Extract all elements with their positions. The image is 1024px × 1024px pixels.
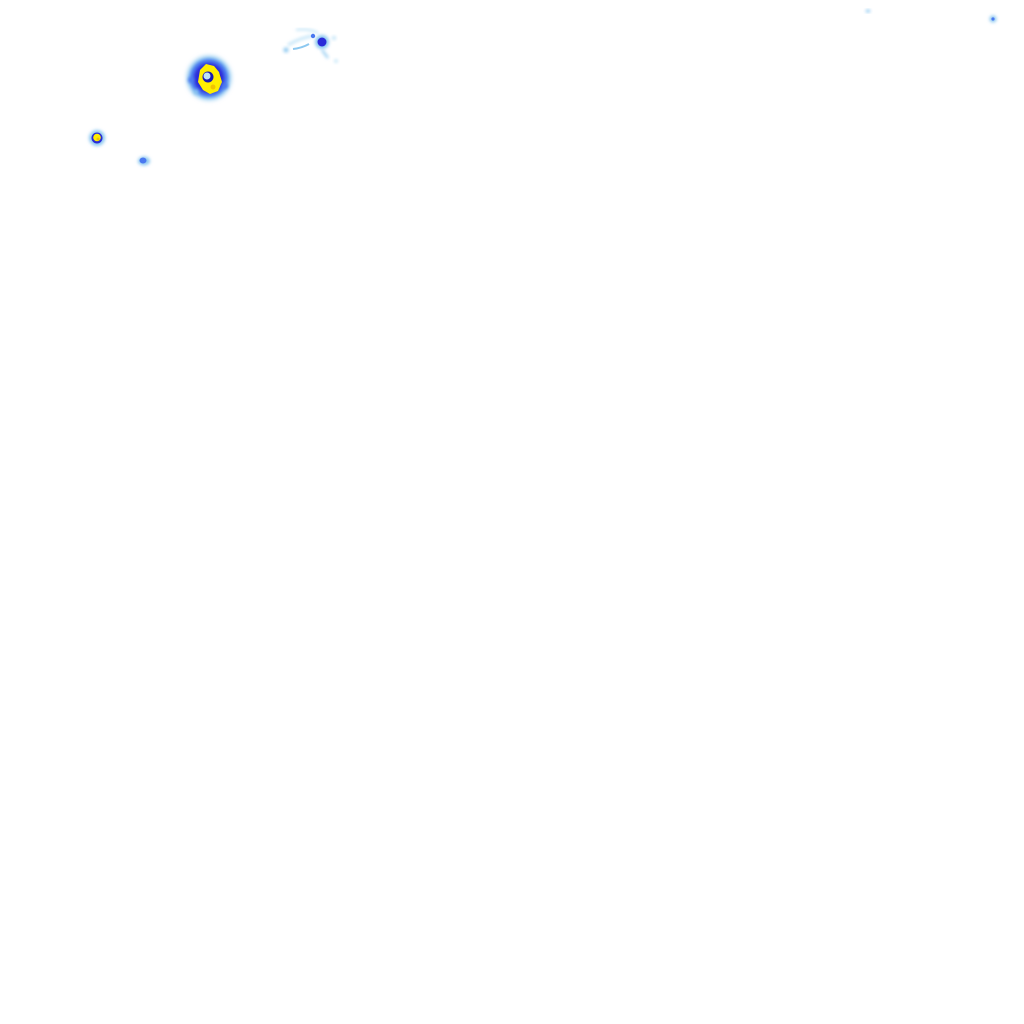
small-storm-cell xyxy=(89,130,105,146)
far-northeast-speck-b xyxy=(989,15,997,23)
isolated-light-echo xyxy=(138,156,150,166)
scattered-light-echoes xyxy=(283,28,338,63)
far-northeast-speck-a xyxy=(865,9,871,13)
large-storm-cell xyxy=(187,56,231,100)
